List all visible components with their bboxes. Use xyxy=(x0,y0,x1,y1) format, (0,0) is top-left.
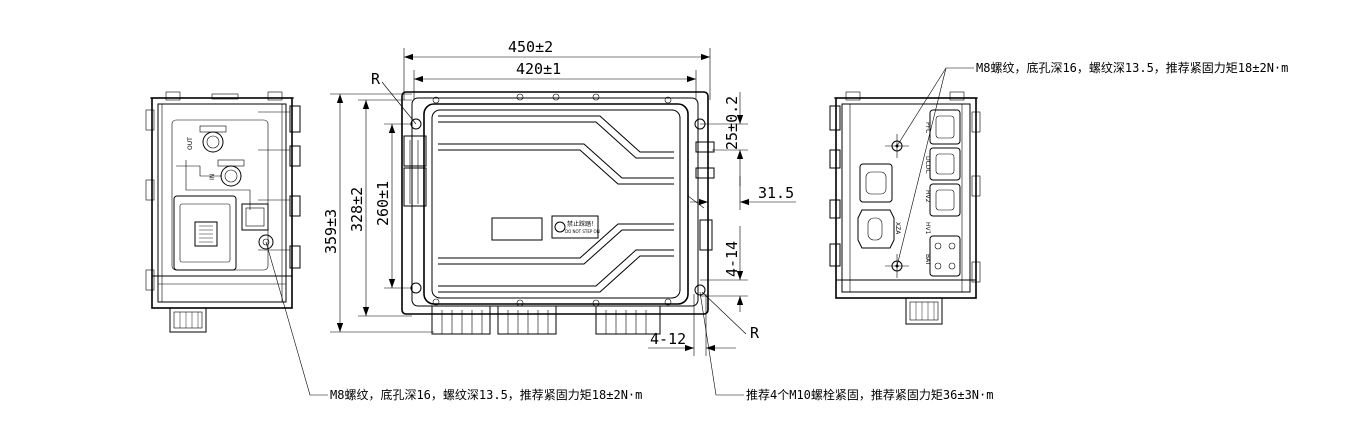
m8-note-top: M8螺纹，底孔深16，螺纹深13.5，推荐紧固力矩18±2N·m xyxy=(976,60,1288,75)
dim-height-mid: 328±2 xyxy=(348,187,366,232)
dim-radius-top: R xyxy=(371,70,381,88)
left-side-view: OUT IN xyxy=(145,91,328,396)
bat-label: BAT xyxy=(924,254,931,266)
dim-width-outer: 450±2 xyxy=(508,38,553,56)
dim-width-inner: 420±1 xyxy=(516,60,561,78)
dim-offset-top: 25±0.2 xyxy=(723,96,741,150)
pfc-label: PFC xyxy=(924,122,931,133)
dim-height-outer: 359±3 xyxy=(322,209,340,254)
dim-offset-side: 31.5 xyxy=(758,184,794,202)
width-dimensions xyxy=(403,48,711,100)
front-view: 禁止踩踏！ DO NOT STEP ON xyxy=(401,91,715,335)
in-label: IN xyxy=(209,174,216,180)
dim-hole-spacing-v: 4-14 xyxy=(723,241,741,277)
side-dimensions xyxy=(648,92,796,396)
dim-height-inner: 260±1 xyxy=(374,181,392,226)
dcdc-label: DCDC xyxy=(924,156,931,174)
m10-note: 推荐4个M10螺栓紧固，推荐紧固力矩36±3N·m xyxy=(746,387,993,402)
dim-radius-bottom: R xyxy=(750,324,760,342)
out-label: OUT xyxy=(187,137,194,150)
warning-cn: 禁止踩踏！ xyxy=(567,220,597,228)
warning-en: DO NOT STEP ON xyxy=(565,229,600,234)
right-side-view: PFC DCDC HV2 HV1 BAT XZA xyxy=(829,67,981,325)
height-dimensions xyxy=(330,93,434,333)
m8-note-bottom: M8螺纹，底孔深16，螺纹深13.5，推荐紧固力矩18±2N·m xyxy=(330,387,642,402)
xza-label: XZA xyxy=(894,222,901,235)
hv2-label: HV2 xyxy=(924,190,931,203)
hv1-label: HV1 xyxy=(924,222,931,235)
dim-hole-spacing-h: 4-12 xyxy=(650,330,686,348)
